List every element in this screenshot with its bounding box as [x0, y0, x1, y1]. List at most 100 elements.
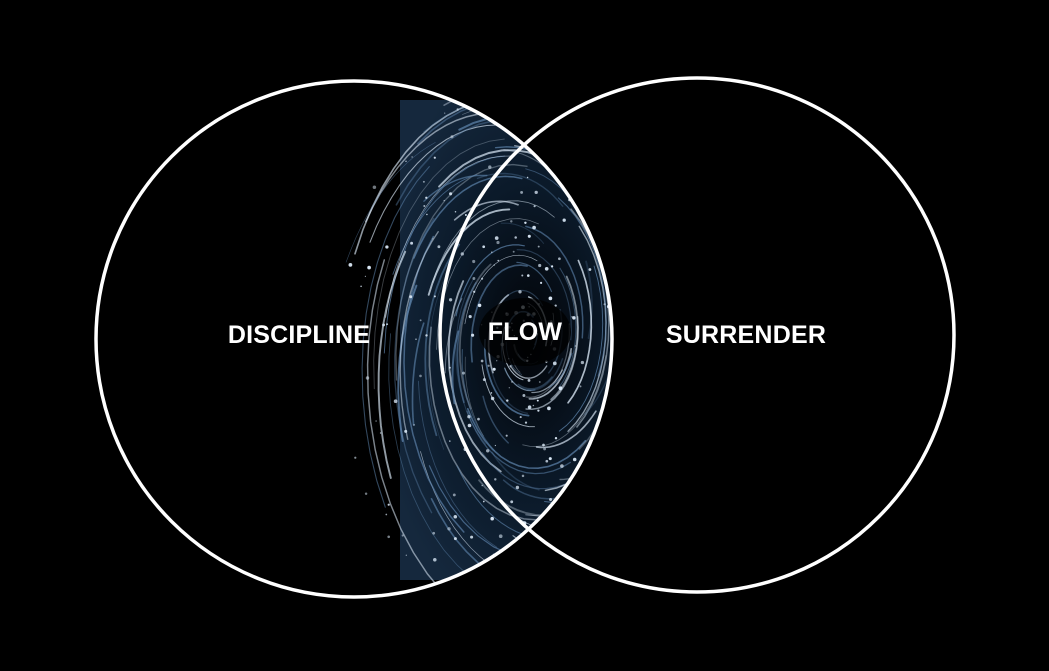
swirl-streak: [411, 322, 425, 426]
star-dot: [393, 399, 398, 404]
star-dot: [472, 277, 476, 280]
swirl-streak: [461, 349, 495, 452]
star-dot: [572, 316, 576, 320]
swirl-core: [479, 298, 571, 366]
star-dot: [538, 263, 542, 268]
star-dot: [486, 449, 490, 453]
swirl-streak: [413, 175, 523, 259]
swirl-streak: [456, 282, 477, 404]
star-dot: [642, 533, 644, 535]
star-dot: [498, 573, 502, 577]
star-dot: [470, 535, 474, 539]
swirl-streak: [481, 452, 578, 490]
star-dot: [617, 551, 621, 555]
star-dot: [542, 92, 545, 95]
star-dot: [586, 54, 588, 56]
star-dot: [425, 196, 428, 199]
star-dot: [588, 268, 592, 271]
star-dot: [348, 263, 353, 267]
star-dot: [481, 277, 484, 280]
star-dot: [521, 274, 524, 277]
star-dot: [605, 402, 609, 406]
star-dot: [487, 364, 490, 367]
star-dot: [497, 259, 500, 262]
swirl-streak: [522, 355, 607, 447]
swirl-streak: [427, 272, 448, 450]
star-dot: [526, 590, 528, 592]
star-dot: [599, 424, 602, 427]
swirl-streak: [361, 166, 430, 508]
star-dot: [454, 85, 457, 88]
star-dot: [640, 258, 643, 261]
star-dot: [527, 274, 530, 277]
swirl-streak: [558, 265, 604, 432]
star-dot: [415, 338, 417, 341]
star-dot: [532, 404, 535, 407]
star-dot: [505, 434, 508, 437]
star-dot: [455, 81, 459, 85]
swirl-streak: [503, 367, 536, 392]
star-dot: [532, 225, 536, 230]
star-dot: [554, 437, 558, 440]
star-dot: [477, 303, 482, 308]
star-dot: [494, 444, 497, 447]
star-dot: [385, 513, 388, 516]
star-dot: [452, 493, 456, 497]
star-dot: [419, 319, 422, 322]
star-dot: [425, 334, 428, 337]
star-dot: [447, 607, 450, 610]
star-dot: [379, 432, 382, 434]
swirl-streak: [451, 330, 460, 405]
star-dot: [596, 71, 597, 72]
star-dot: [405, 554, 407, 556]
star-dot: [520, 190, 524, 194]
star-dot: [512, 250, 515, 253]
star-dot: [450, 135, 454, 139]
flow-label: FLOW: [488, 318, 563, 346]
swirl-streak: [481, 364, 535, 428]
star-dot: [433, 558, 437, 562]
star-dot: [560, 464, 564, 468]
star-dot: [579, 148, 583, 153]
star-dot: [464, 214, 467, 216]
star-dot: [522, 394, 526, 397]
star-dot: [422, 180, 425, 183]
swirl-streak: [428, 326, 540, 521]
star-dot: [545, 459, 549, 463]
swirl-streak: [490, 366, 529, 414]
star-dot: [534, 190, 538, 195]
swirl-streak: [587, 98, 612, 260]
star-dot: [531, 124, 535, 127]
star-dot: [611, 261, 612, 265]
star-dot: [537, 409, 540, 412]
star-dot: [526, 176, 529, 179]
star-dot: [549, 497, 553, 502]
star-dot: [433, 295, 436, 298]
star-dot: [641, 339, 643, 341]
star-dot: [448, 366, 451, 369]
star-dot: [365, 376, 370, 380]
star-dot: [656, 164, 658, 166]
star-dot: [522, 638, 525, 641]
star-dot: [409, 295, 413, 299]
star-dot: [558, 257, 561, 261]
star-dot: [411, 156, 413, 158]
swirl-streak: [482, 395, 509, 444]
swirl-streak: [444, 298, 463, 374]
star-dot: [648, 357, 651, 360]
star-dot: [603, 303, 606, 306]
swirl-streak: [466, 410, 571, 475]
star-dot: [554, 304, 557, 307]
star-dot: [453, 515, 458, 519]
swirl-streak: [558, 267, 577, 389]
star-dot: [617, 509, 619, 511]
swirl-streak: [399, 231, 439, 440]
swirl-streak: [345, 142, 436, 263]
swirl-streak: [548, 353, 573, 389]
star-dot: [443, 199, 445, 202]
discipline-label: DISCIPLINE: [228, 321, 370, 349]
star-dot: [579, 623, 581, 625]
star-dot: [473, 290, 476, 293]
star-dot: [618, 372, 621, 375]
swirl-streak: [423, 174, 488, 202]
